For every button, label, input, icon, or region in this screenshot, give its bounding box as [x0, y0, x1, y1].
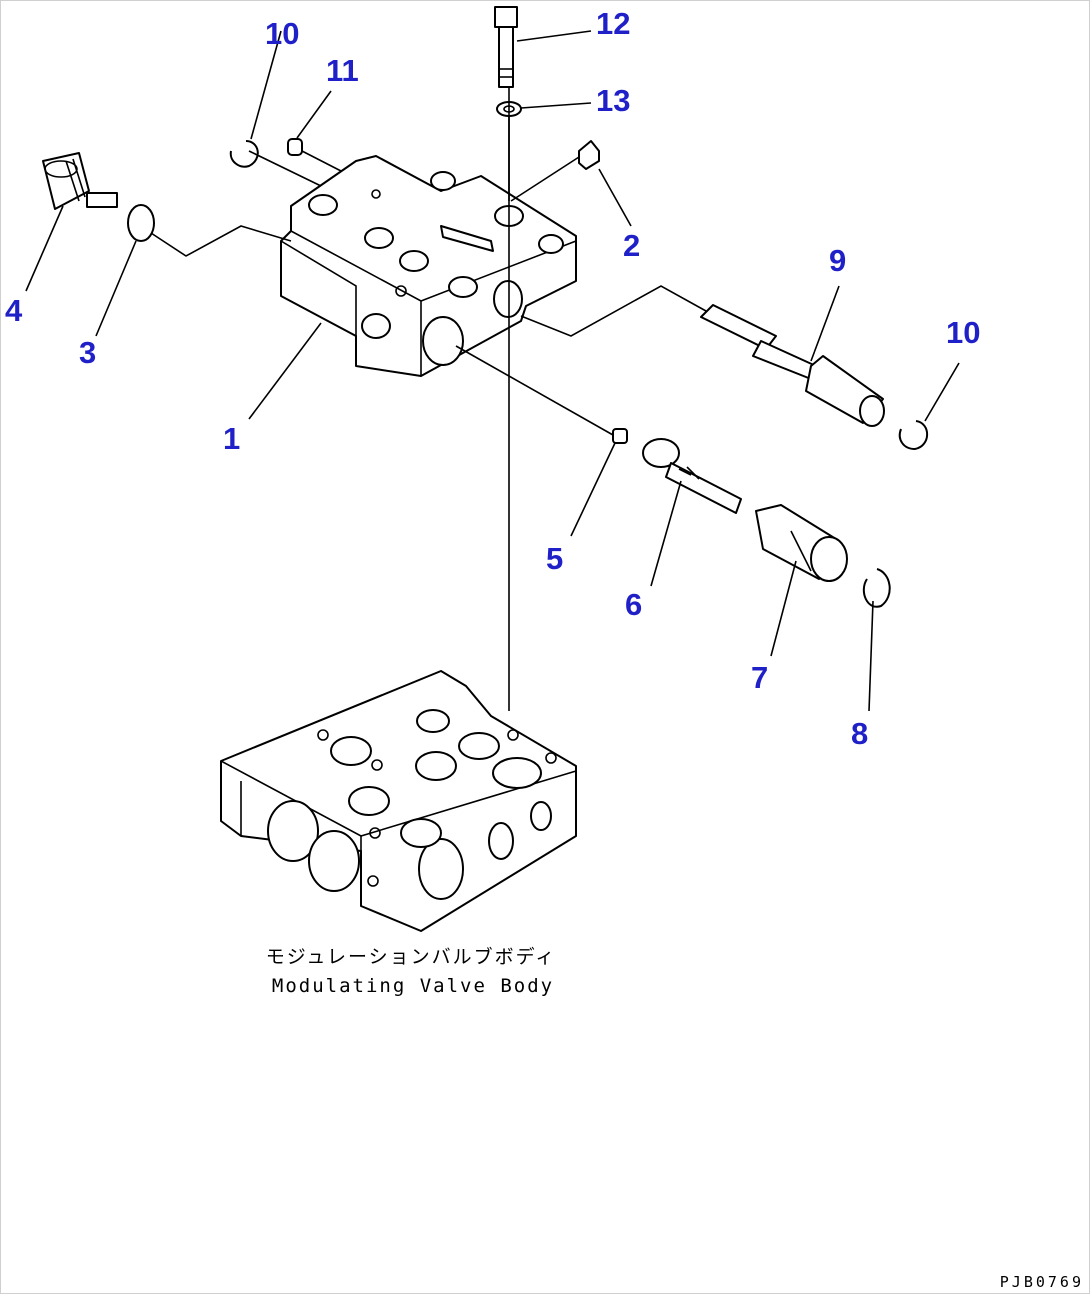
callout-6: 6 — [625, 587, 642, 622]
callout-13: 13 — [596, 83, 630, 118]
part-3-o-ring — [127, 204, 155, 242]
callout-8: 8 — [851, 716, 868, 751]
part-1-valve-block — [280, 155, 577, 377]
part-10-snap-ring-upper — [229, 140, 259, 168]
part-11-pin — [287, 138, 303, 156]
callout-12: 12 — [596, 6, 630, 41]
callout-9: 9 — [829, 243, 846, 278]
part-2-plug — [578, 140, 600, 170]
callout-2: 2 — [623, 228, 640, 263]
callout-11: 11 — [326, 53, 359, 88]
caption-japanese: モジュレーションバルブボディ — [266, 945, 557, 968]
drawing-code: PJB0769 — [1000, 1273, 1084, 1291]
callout-7: 7 — [751, 660, 768, 695]
part-4-plug — [42, 152, 118, 210]
callout-labels: 10 11 12 13 2 4 3 1 9 10 5 6 7 8 — [5, 6, 980, 751]
part-10-snap-ring-right — [898, 420, 929, 450]
part-12-bolt — [494, 6, 518, 88]
part-7-piston — [755, 504, 848, 582]
part-9-spool — [700, 304, 885, 427]
caption-english: Modulating Valve Body — [272, 975, 554, 997]
modulating-valve-body — [220, 670, 577, 932]
callout-3: 3 — [79, 335, 96, 370]
leader-lines — [25, 30, 960, 712]
callout-10-right: 10 — [946, 315, 980, 350]
callout-10-upper: 10 — [265, 16, 299, 51]
callout-1: 1 — [223, 421, 240, 456]
part-8-snap-ring — [862, 568, 891, 608]
part-6-valve-stem — [642, 438, 742, 514]
callout-5: 5 — [546, 541, 563, 576]
part-5-small-plug — [612, 428, 628, 444]
callout-4: 4 — [5, 293, 23, 328]
